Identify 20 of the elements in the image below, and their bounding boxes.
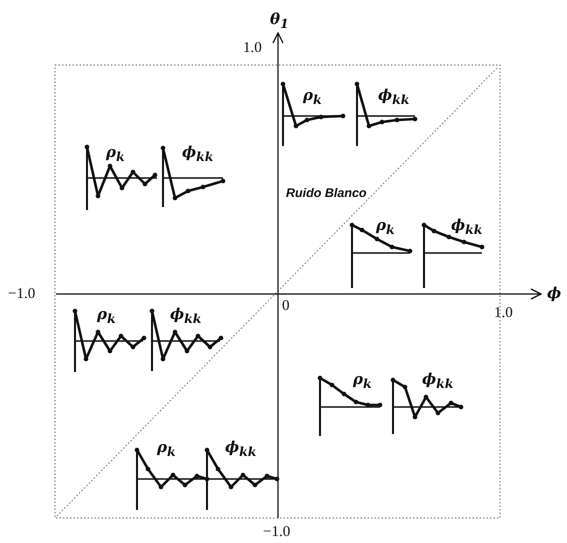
- tick-label: −1.0: [263, 525, 290, 540]
- axis-label: ϕ: [547, 286, 562, 301]
- region-label: Ruido Blanco: [286, 187, 367, 200]
- plot-label: ρ$_{k}$: [303, 88, 322, 106]
- plot-label: ϕ$_{kk}$: [422, 372, 454, 390]
- plot-label: ϕ$_{kk}$: [225, 440, 256, 458]
- plot-label: ρ$_{k}$: [106, 145, 125, 164]
- plot-label: ρ$_{k}$: [97, 307, 116, 326]
- plot-label: ϕ$_{kk}$: [182, 145, 214, 164]
- tick-label: −1.0: [8, 287, 36, 302]
- plot-label: ρ$_{k}$: [376, 218, 395, 236]
- plot-label: ϕ$_{kk}$: [451, 218, 482, 236]
- plot-label: ρ$_{k}$: [157, 440, 176, 458]
- plot-label: ϕ$_{kk}$: [378, 88, 410, 106]
- plot-label: ϕ$_{kk}$: [170, 307, 202, 326]
- tick-label: 1.0: [494, 306, 513, 321]
- tick-label: 0: [282, 299, 290, 314]
- axis-label: θ$_{1}$: [270, 12, 289, 30]
- tick-label: 1.0: [243, 41, 262, 56]
- plot-label: ρ$_{k}$: [353, 372, 372, 390]
